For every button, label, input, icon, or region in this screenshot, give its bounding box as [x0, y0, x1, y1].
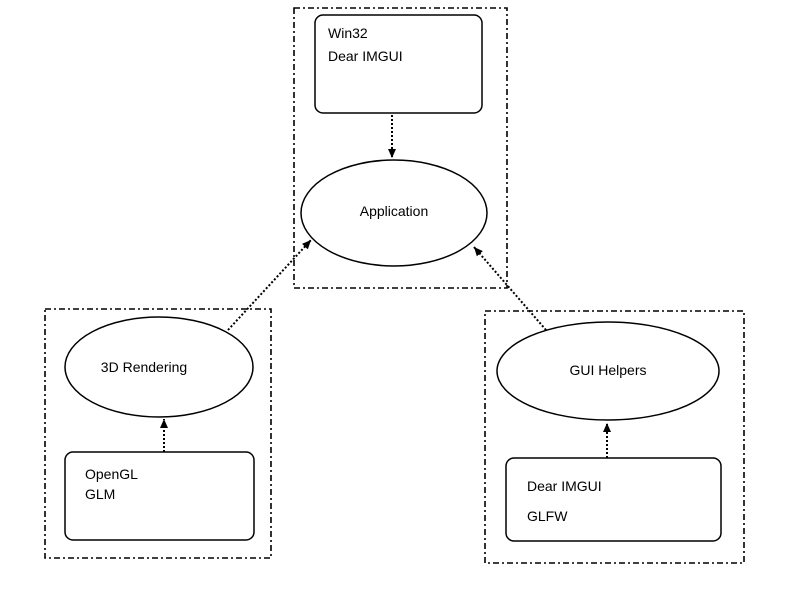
left-library-glm: GLM — [85, 486, 115, 502]
right-group-container — [484, 310, 745, 564]
top-library-dear-imgui: Dear IMGUI — [328, 48, 403, 64]
arrow-gui-helpers-to-application — [473, 246, 547, 331]
right-library-dear-imgui: Dear IMGUI — [527, 478, 602, 494]
top-group-container — [293, 7, 508, 289]
right-libraries-box — [505, 457, 722, 542]
application-node — [300, 159, 488, 267]
left-group-container — [44, 308, 272, 559]
left-library-opengl: OpenGL — [85, 466, 138, 482]
arrow-3d-rendering-to-application — [227, 239, 312, 331]
gui-helpers-label: GUI Helpers — [569, 362, 646, 378]
right-library-glfw: GLFW — [527, 508, 568, 524]
application-label: Application — [360, 203, 429, 219]
top-library-win32: Win32 — [328, 25, 368, 41]
3d-rendering-label: 3D Rendering — [101, 359, 187, 375]
3d-rendering-node — [64, 316, 254, 418]
left-libraries-box — [64, 451, 255, 541]
top-libraries-box — [314, 14, 483, 114]
gui-helpers-node — [496, 321, 720, 421]
